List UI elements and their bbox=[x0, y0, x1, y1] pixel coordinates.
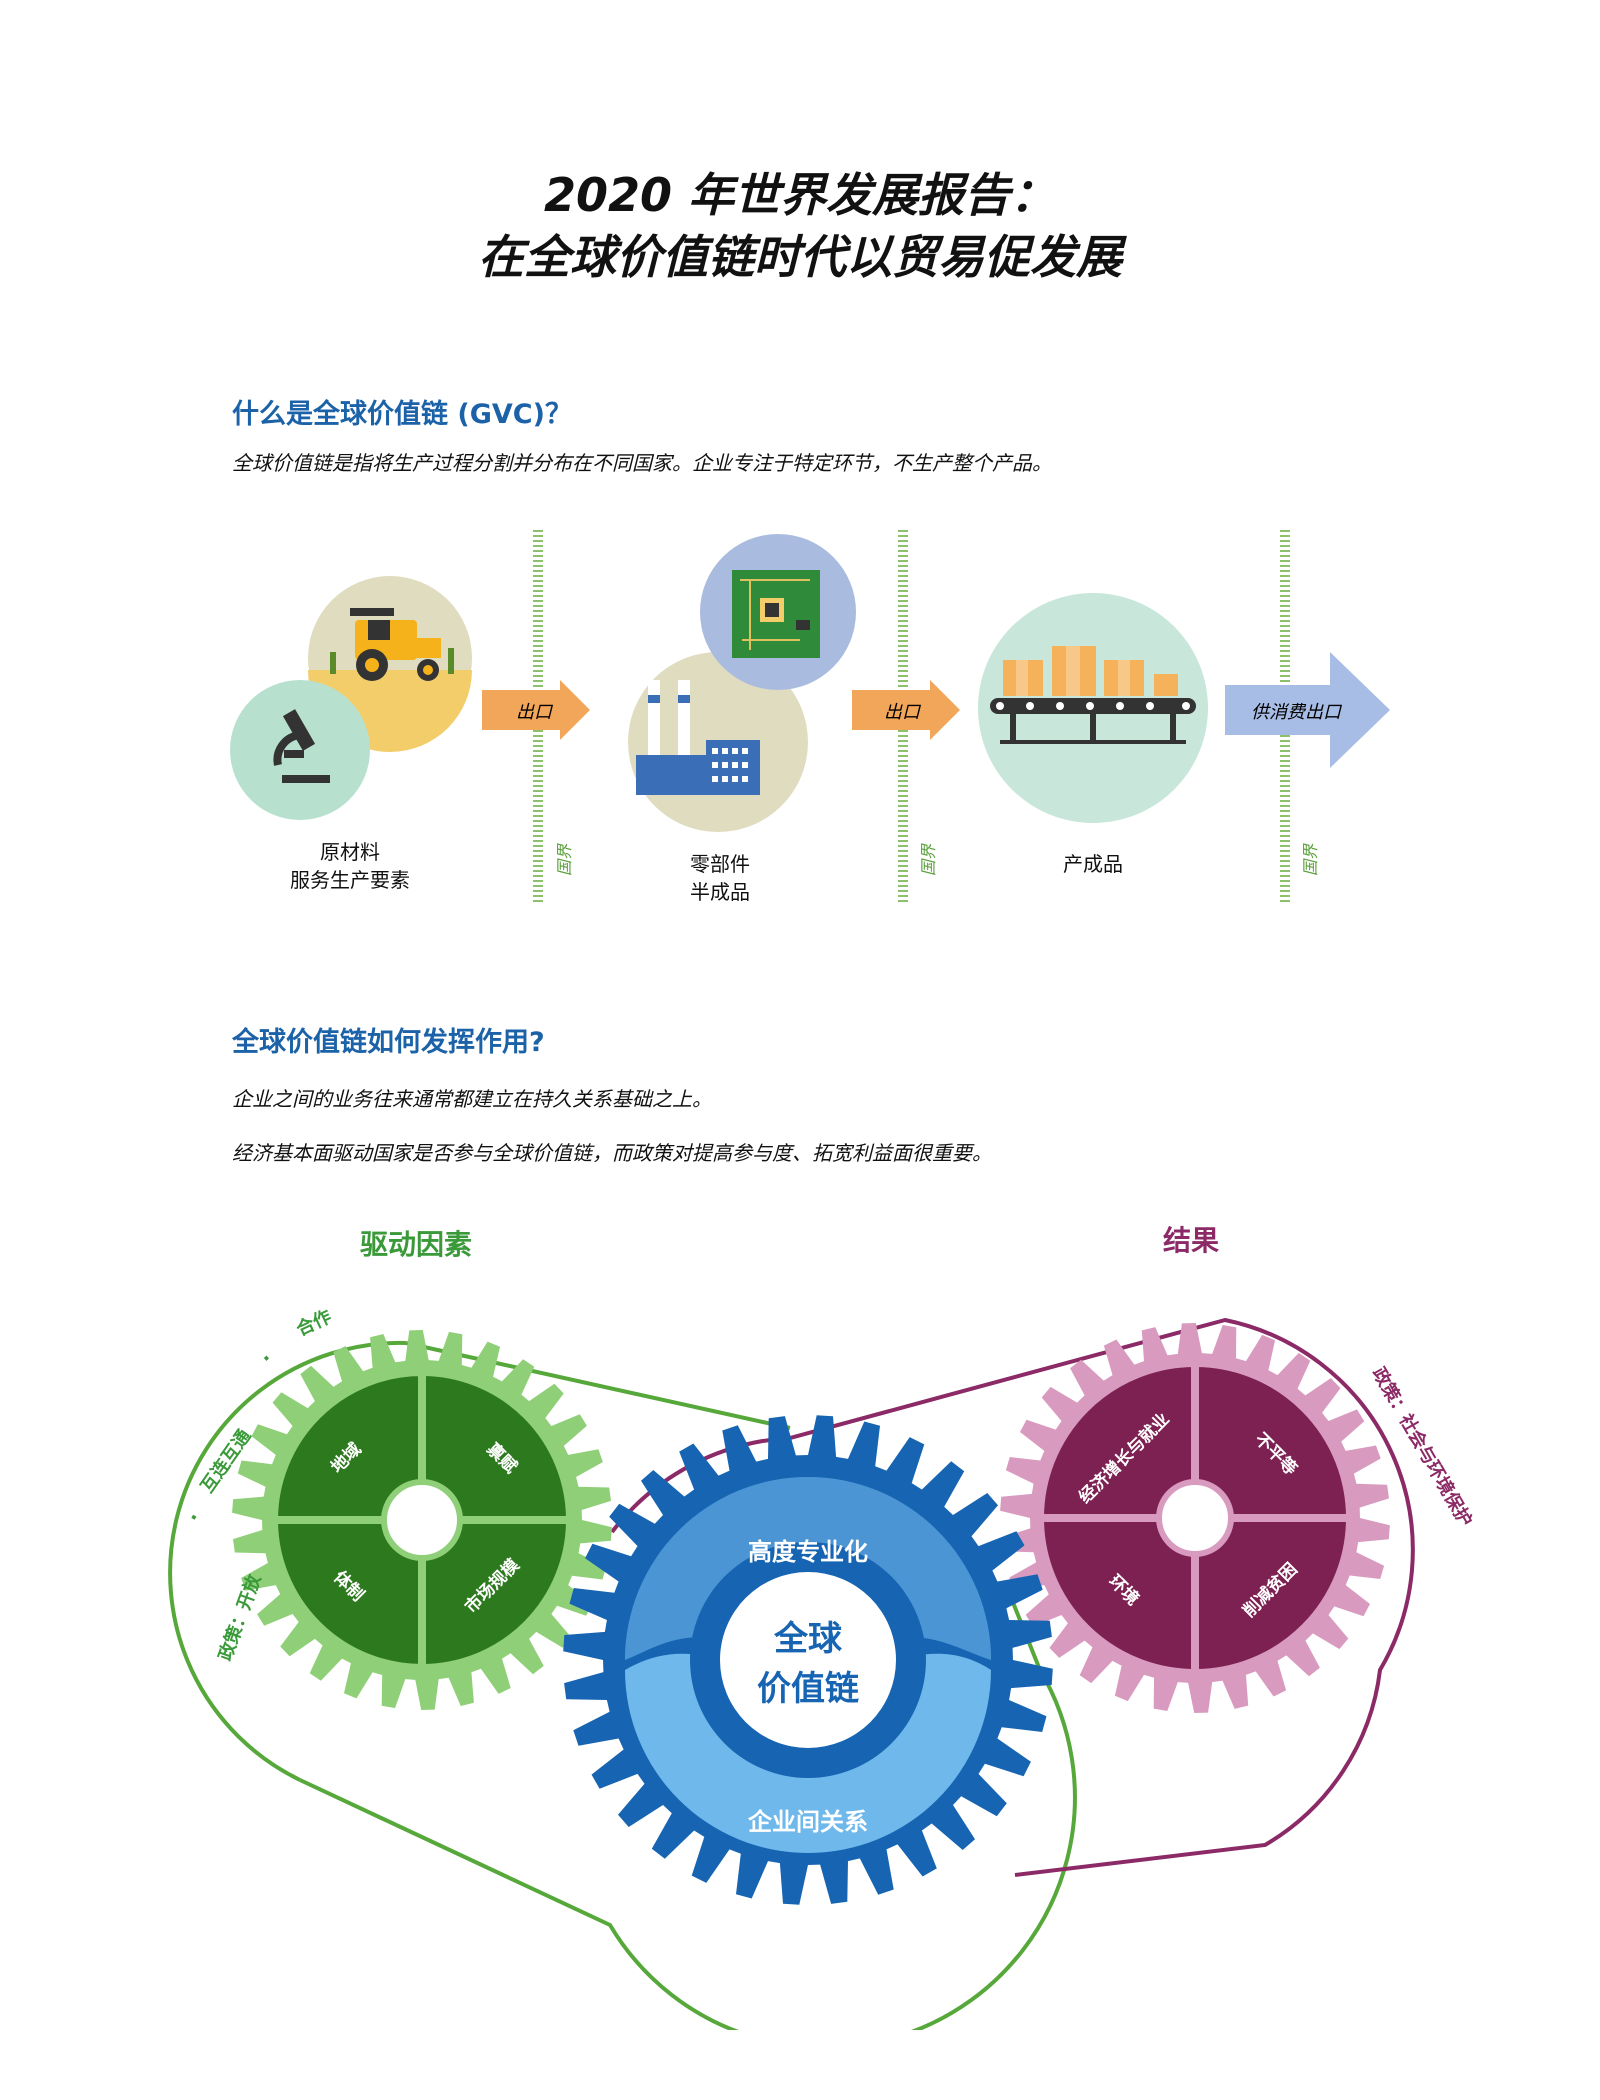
gvc-flow-diagram: 出口 出口 供消费出口 国界 国界 国界 bbox=[230, 530, 1390, 905]
driver-gear bbox=[232, 1330, 612, 1710]
conveyor-icon bbox=[978, 593, 1208, 823]
result-policy: 政策：社会与环境保护 bbox=[1368, 1364, 1477, 1531]
driver-segment-1 bbox=[269, 1367, 426, 1524]
driver-segment-4 bbox=[418, 1516, 575, 1673]
stage3-label: 产成品 bbox=[1063, 852, 1123, 876]
driver-belt bbox=[168, 1340, 1077, 2030]
driver-policy-2: 互连互通 bbox=[196, 1425, 255, 1497]
section1-heading: 什么是全球价值链 (GVC)？ bbox=[232, 399, 572, 430]
page-title-line2: 在全球价值链时代以贸易促发展 bbox=[478, 230, 1122, 284]
export-label-2: 出口 bbox=[884, 702, 922, 723]
border-label-1: 国界 bbox=[555, 843, 574, 876]
section2-desc2: 经济基本面驱动国家是否参与全球价值链，而政策对提高参与度、拓宽利益面很重要。 bbox=[232, 1141, 992, 1165]
driver-segment-2 bbox=[418, 1367, 575, 1524]
driver-policy-1: 政策：开放 bbox=[214, 1571, 266, 1664]
consumption-export-arrow bbox=[1225, 652, 1390, 768]
stage1-label-line1: 原材料 bbox=[320, 840, 380, 864]
microscope-icon bbox=[230, 680, 370, 820]
driver-policy-3: 合作 bbox=[293, 1305, 335, 1340]
section2-heading: 全球价值链如何发挥作用? bbox=[232, 1027, 545, 1058]
page-title-line1: 2020 年世界发展报告： bbox=[543, 168, 1057, 222]
section2-desc1: 企业之间的业务往来通常都建立在持久关系基础之上。 bbox=[232, 1087, 712, 1111]
drivers-title: 驱动因素 bbox=[360, 1228, 473, 1261]
export-arrow-1 bbox=[482, 680, 590, 740]
factory-icon bbox=[628, 652, 808, 832]
circuit-board-icon bbox=[700, 534, 856, 690]
export-label-1: 出口 bbox=[516, 702, 554, 723]
driver-policy-sep-2: · bbox=[256, 1347, 277, 1370]
consumption-export-label: 供消费出口 bbox=[1251, 702, 1343, 723]
result-segment-2 bbox=[1191, 1358, 1355, 1522]
results-title: 结果 bbox=[1163, 1224, 1220, 1257]
gvc-center-line1: 全球 bbox=[773, 1619, 843, 1659]
section1-description: 全球价值链是指将生产过程分割并分布在不同国家。企业专注于特定环节，不生产整个产品… bbox=[232, 451, 1052, 475]
result-segment-1 bbox=[1035, 1358, 1199, 1522]
driver-segment-3 bbox=[269, 1516, 426, 1673]
gvc-bottom-label: 企业间关系 bbox=[748, 1808, 868, 1836]
stage2-label-line1: 零部件 bbox=[690, 852, 750, 876]
stage2-label: 零部件 半成品 bbox=[600, 850, 840, 906]
border-label-3: 国界 bbox=[1301, 843, 1320, 876]
gvc-gear bbox=[563, 1415, 1053, 1905]
gears-diagram: 地域 禀赋 体制 市场规模 政策：开放 · 互连互通 · 合作 经济增长与就业 … bbox=[168, 1305, 1477, 2030]
stage1-label: 原材料 服务生产要素 bbox=[230, 838, 470, 894]
result-segment-3 bbox=[1035, 1514, 1199, 1678]
stage2-label-line2: 半成品 bbox=[690, 880, 750, 904]
gvc-center-line2: 价值链 bbox=[757, 1669, 859, 1709]
export-arrow-2 bbox=[852, 680, 960, 740]
stage1-label-line2: 服务生产要素 bbox=[290, 868, 410, 892]
tractor-icon bbox=[308, 576, 472, 752]
result-segment-4 bbox=[1191, 1514, 1355, 1678]
gvc-top-label: 高度专业化 bbox=[748, 1538, 868, 1566]
driver-policy-sep-1: · bbox=[182, 1508, 207, 1527]
border-label-2: 国界 bbox=[919, 843, 938, 876]
result-gear bbox=[1000, 1323, 1390, 1713]
